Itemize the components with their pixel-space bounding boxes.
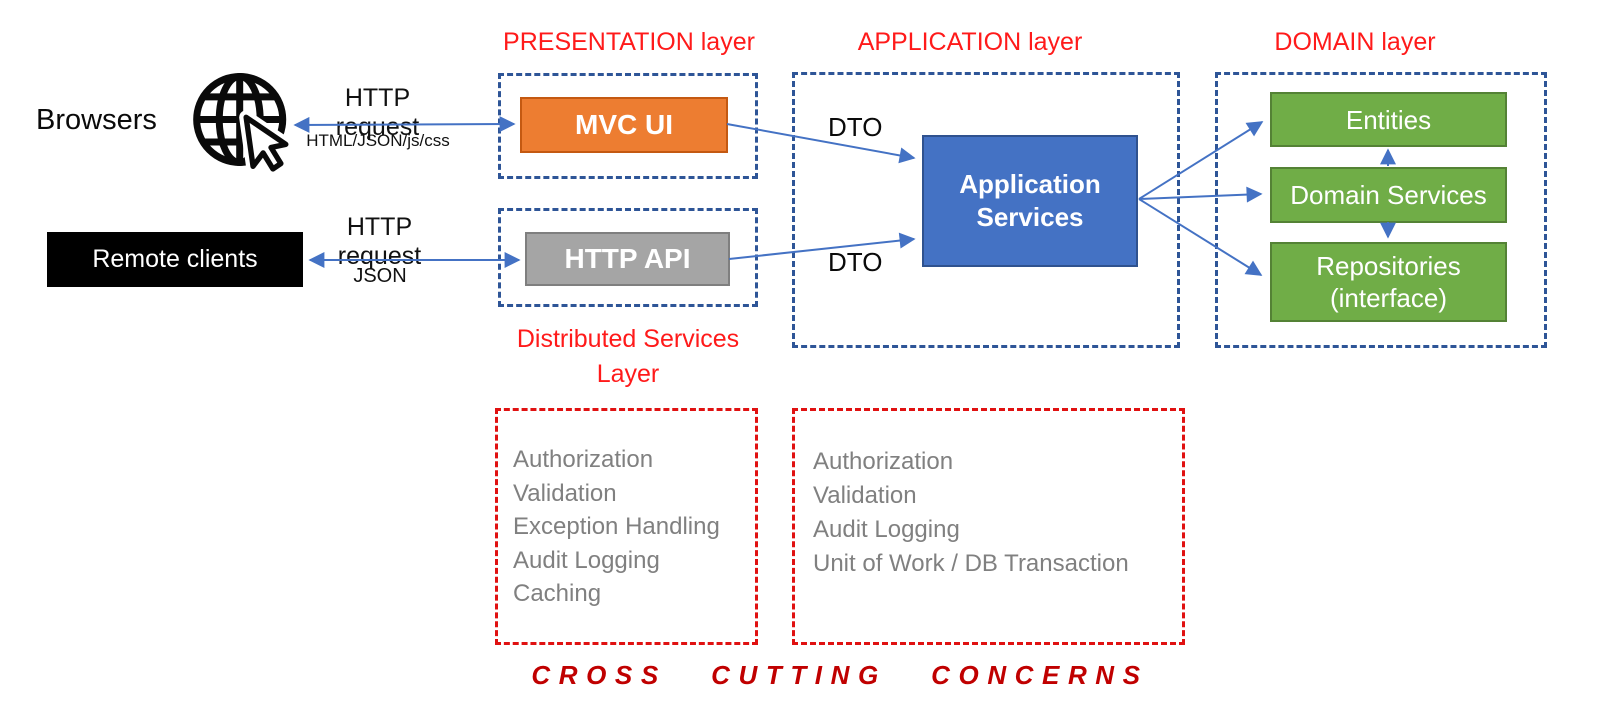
cc-item: Validation [813, 482, 917, 509]
mvc-ui-box: MVC UI [520, 97, 728, 153]
browser-response-label: HTML/JSON/js/css [306, 131, 450, 150]
application-services-label-line1: Application [959, 169, 1101, 199]
application-layer-title: APPLICATION layer [857, 28, 1083, 56]
http-api-box: HTTP API [525, 232, 730, 286]
cross-cutting-left-box: Authorization Validation Exception Handl… [495, 408, 758, 645]
cc-item: Audit Logging [513, 546, 660, 574]
dto-label-top: DTO [828, 112, 883, 142]
application-services-label-line2: Services [976, 202, 1084, 232]
cc-item: Exception Handling [513, 513, 720, 540]
distributed-services-title-line1: Distributed Services [516, 325, 740, 353]
remote-clients-box: Remote clients [47, 232, 303, 287]
application-services-box: Application Services [922, 135, 1138, 267]
cross-cutting-title: CROSS CUTTING CONCERNS [531, 660, 1149, 690]
domain-services-label: Domain Services [1290, 180, 1487, 210]
domain-services-box: Domain Services [1270, 167, 1507, 223]
cc-item: Caching [513, 580, 602, 607]
distributed-services-layer-title: Distributed Services Layer [478, 322, 778, 392]
cc-item: Audit Logging [813, 516, 960, 543]
remote-request-label: HTTP request [337, 213, 422, 270]
repositories-label: Repositories (interface) [1316, 251, 1461, 313]
cc-item: Authorization [813, 448, 954, 475]
remote-response-label: JSON [353, 265, 407, 287]
entities-box: Entities [1270, 92, 1507, 147]
dto-label-bottom: DTO [828, 247, 883, 277]
cross-cutting-right-box: Authorization Validation Audit Logging U… [792, 408, 1185, 645]
domain-layer-title: DOMAIN layer [1274, 28, 1436, 56]
cc-item: Unit of Work / DB Transaction [813, 550, 1129, 577]
remote-clients-label: Remote clients [92, 245, 258, 273]
mvc-ui-label: MVC UI [575, 109, 673, 140]
browsers-label: Browsers [36, 104, 157, 136]
distributed-services-title-line2: Layer [596, 360, 660, 388]
cc-item: Authorization [513, 446, 654, 473]
http-api-label: HTTP API [564, 243, 691, 274]
repositories-box: Repositories (interface) [1270, 242, 1507, 322]
presentation-layer-title: PRESENTATION layer [503, 28, 755, 56]
entities-label: Entities [1345, 104, 1432, 135]
globe-cursor-icon [193, 72, 293, 176]
cc-item: Validation [513, 479, 617, 507]
